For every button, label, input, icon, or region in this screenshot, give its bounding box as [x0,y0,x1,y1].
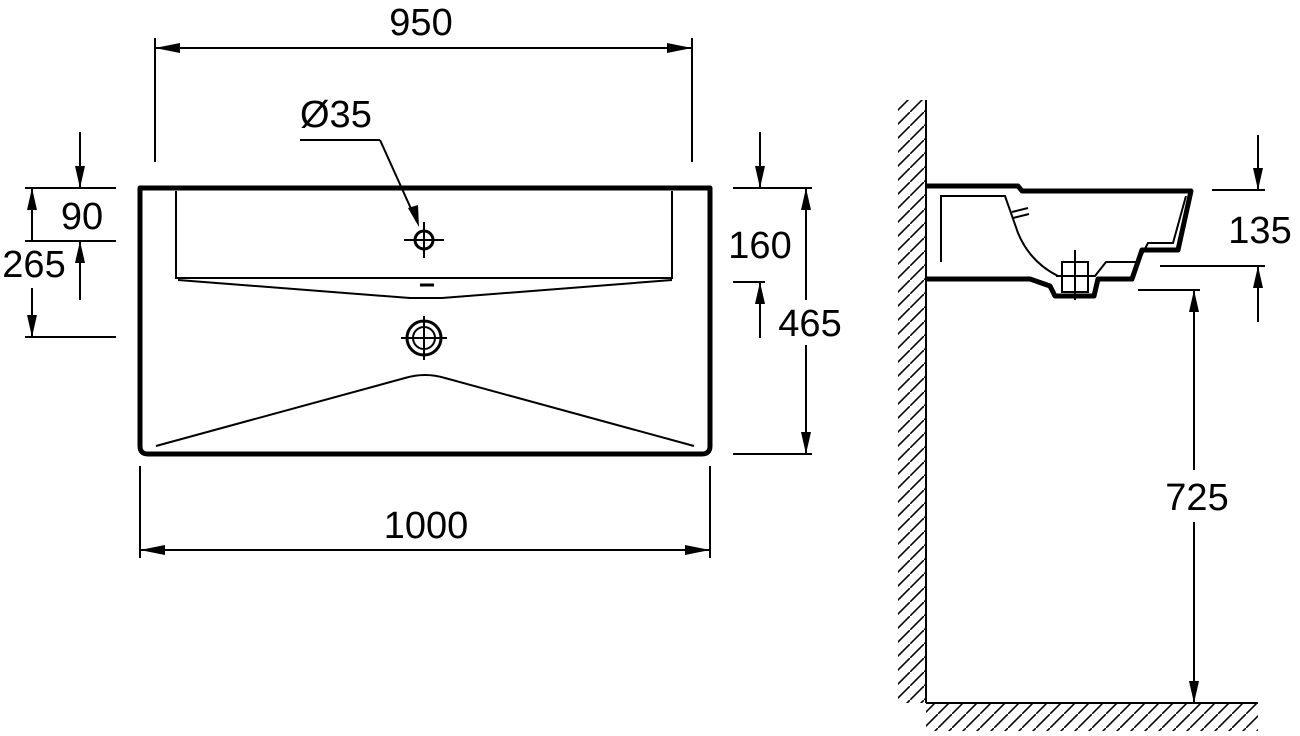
dim-rim-depth-label: 160 [728,225,791,267]
dim-right: 160 465 [728,132,842,455]
dim-top-width-label: 950 [389,2,452,44]
dim-mount-height: 725 [1138,289,1229,703]
dim-tap-offset-label: 90 [61,196,103,238]
drain-icon [401,316,447,360]
overflow-mark-2 [1012,213,1030,219]
dim-tap-hole: Ø35 [300,94,419,227]
dim-total-width-label: 1000 [384,505,469,547]
overflow-mark [1011,207,1029,213]
dim-total-depth-label: 465 [778,303,841,345]
dim-left: 90 265 [2,132,116,338]
dim-total-width: 1000 [139,466,711,558]
basin-outline [137,185,713,457]
wall-hatching [898,100,926,703]
bowl-upper-slope [177,279,673,299]
basin-inner-profile [940,195,1187,277]
dim-tap-hole-label: Ø35 [300,94,372,136]
dim-top-width: 950 [154,2,693,162]
side-view: 135 725 [898,100,1292,731]
bowl-lower-slope [155,374,695,447]
floor-hatching [926,703,1258,731]
deck-outline [175,191,673,279]
dim-mount-height-label: 725 [1165,477,1228,519]
drain-section-icon [1056,250,1094,300]
top-view: 950 Ø35 90 265 [2,2,842,558]
dim-basin-height: 135 [1160,135,1292,322]
dim-drain-offset-label: 265 [2,244,65,286]
basin-profile [926,183,1194,299]
tap-hole-icon [404,222,444,258]
dim-basin-height-label: 135 [1228,210,1291,252]
